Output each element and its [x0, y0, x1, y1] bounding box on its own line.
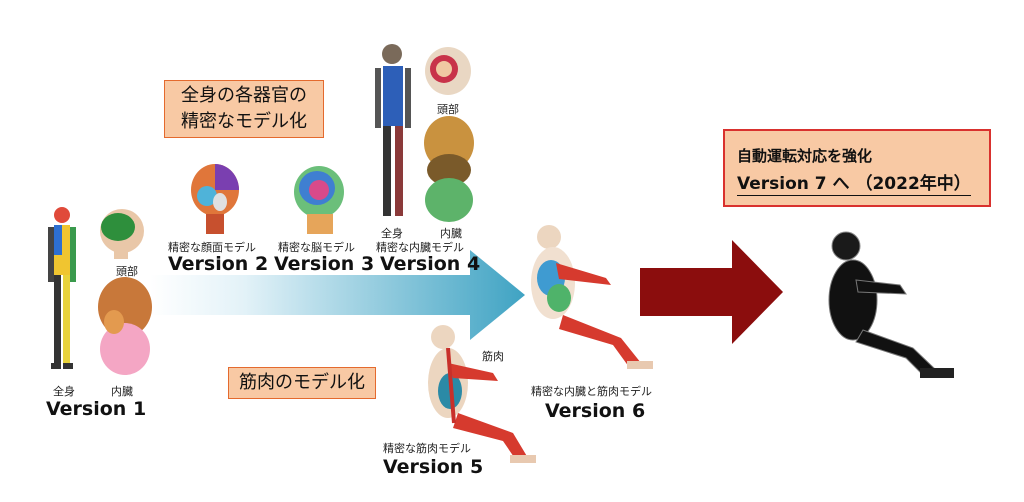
callout-future: 自動運転対応を強化 Version 7 へ （2022年中）	[723, 129, 991, 207]
version-1-label: Version 1	[46, 398, 147, 420]
v4-head-figure	[425, 47, 471, 95]
v1-whole-body-figure	[48, 207, 76, 369]
v4-caption: 精密な内臓モデル	[376, 241, 464, 254]
future-arrow	[640, 240, 783, 344]
v7-seated-figure	[828, 231, 954, 378]
version-4-label: Version 4	[380, 253, 481, 275]
v2-caption: 精密な顔面モデル	[168, 241, 256, 254]
v1-head-figure	[100, 209, 144, 259]
v1-caption-whole: 全身	[53, 385, 75, 398]
v4-caption-head: 頭部	[437, 103, 459, 116]
version-2-label: Version 2	[168, 253, 269, 275]
v6-caption: 精密な内臓と筋肉モデル	[531, 385, 652, 398]
callout-future-line1: 自動運転対応を強化	[737, 147, 873, 165]
version-6-label: Version 6	[545, 400, 646, 422]
v5-caption-muscle: 筋肉	[482, 350, 504, 363]
callout-future-line2: Version 7 へ （2022年中）	[737, 169, 971, 196]
v3-caption: 精密な脳モデル	[278, 241, 355, 254]
callout-whole-body: 全身の各器官の 精密なモデル化	[164, 80, 324, 138]
v1-caption-organs: 内臓	[111, 385, 133, 398]
callout-whole-body-line1: 全身の各器官の	[181, 85, 307, 106]
v5-caption: 精密な筋肉モデル	[383, 442, 471, 455]
v1-caption-head: 頭部	[116, 265, 138, 278]
v4-caption-whole: 全身	[381, 227, 403, 240]
v1-organs-figure	[98, 277, 152, 375]
version-5-label: Version 5	[383, 456, 484, 478]
v3-brain-figure	[294, 166, 344, 234]
timeline-arrow	[150, 250, 525, 340]
v6-organ-muscle-figure	[531, 225, 653, 369]
callout-whole-body-line2: 精密なモデル化	[181, 111, 307, 132]
version-3-label: Version 3	[274, 253, 375, 275]
v4-organs-figure	[424, 116, 474, 222]
v5-muscle-figure	[428, 325, 536, 463]
v4-caption-organs: 内臓	[440, 227, 462, 240]
v4-whole-body-figure	[375, 44, 411, 216]
callout-muscle: 筋肉のモデル化	[228, 367, 376, 399]
v2-face-figure	[191, 164, 239, 234]
